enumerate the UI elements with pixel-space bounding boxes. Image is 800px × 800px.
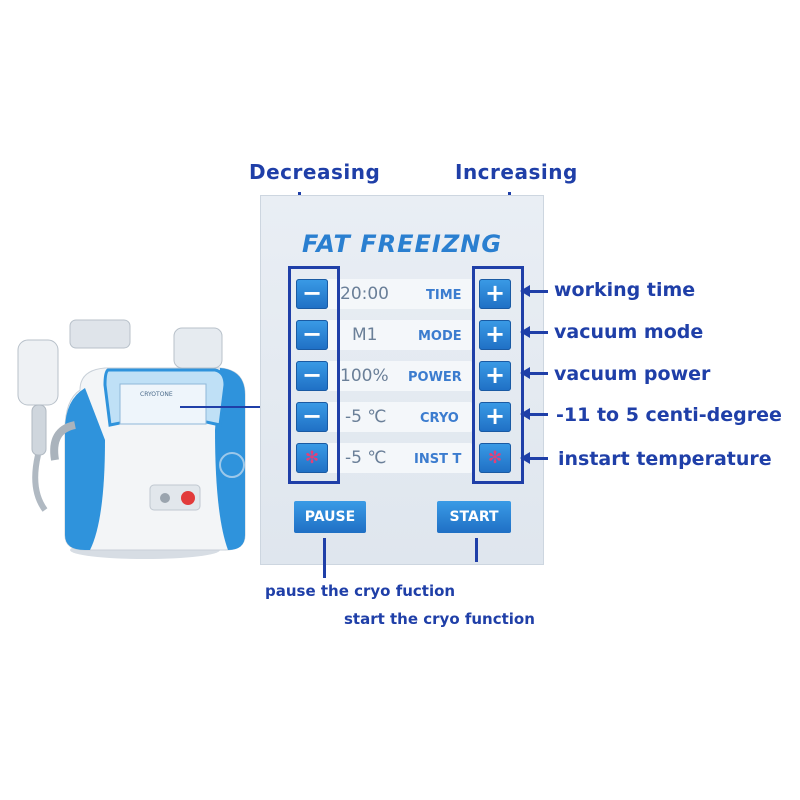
snowflake-icon-right[interactable]: ✻ [479,443,511,473]
arrow-inst [520,452,530,464]
decrease-button-group [288,266,340,484]
machine-screen-text: CRYOTONE [140,391,173,398]
decrease-time-button[interactable]: − [296,279,328,309]
increase-mode-button[interactable]: + [479,320,511,350]
decrease-mode-button[interactable]: − [296,320,328,350]
arrow-cryo [520,408,530,420]
arrow-inst-line [528,457,548,460]
machine-cable [32,454,48,512]
arrow-cryo-line [528,413,548,416]
machine-handpiece-grip [31,404,47,456]
start-button[interactable]: START [437,501,511,533]
start-description: start the cryo function [344,610,535,628]
arrow-power [520,367,530,379]
pause-connector [323,538,326,578]
machine-arm [50,421,77,461]
snowflake-icon[interactable]: ✻ [296,443,328,473]
time-name: TIME [426,288,462,303]
increasing-label: Increasing [455,160,578,184]
increase-cryo-button[interactable]: + [479,402,511,432]
arrow-power-line [528,372,548,375]
annotation-instant-temperature: instart temperature [558,448,772,470]
arrow-time [520,285,530,297]
decreasing-label: Decreasing [249,160,381,184]
annotation-vacuum-mode: vacuum mode [554,321,704,343]
screen-pointer-line [180,406,290,408]
machine-right-handpiece [173,327,223,369]
increase-power-button[interactable]: + [479,361,511,391]
machine-laser-pads [69,319,131,349]
mode-value: M1 [352,325,378,345]
power-value: 100% [340,366,389,386]
inst-value: -5 ℃ [345,448,387,468]
inst-name: INST T [414,452,462,467]
decrease-power-button[interactable]: − [296,361,328,391]
arrow-time-line [528,290,548,293]
annotation-cryo-range: -11 to 5 centi-degree [556,404,782,426]
machine-left-handpiece [17,339,59,406]
cryo-name: CRYO [420,411,459,426]
increase-time-button[interactable]: + [479,279,511,309]
machine-screen [119,383,207,425]
arrow-mode-line [528,331,548,334]
annotation-working-time: working time [554,279,696,301]
mode-name: MODE [418,329,462,344]
machine-stop-button [181,491,195,505]
pause-button[interactable]: PAUSE [294,501,366,533]
time-value: 20:00 [340,284,389,304]
start-connector [475,538,478,562]
power-name: POWER [408,370,462,385]
cryo-value: -5 ℃ [345,407,387,427]
arrow-mode [520,326,530,338]
decrease-cryo-button[interactable]: − [296,402,328,432]
cryo-machine-illustration: CRYOTONE [17,319,246,559]
annotation-vacuum-power: vacuum power [554,363,711,385]
machine-vent [219,452,245,478]
pause-description: pause the cryo fuction [265,582,456,600]
panel-title: FAT FREEIZNG [301,230,503,258]
machine-key [160,493,170,503]
